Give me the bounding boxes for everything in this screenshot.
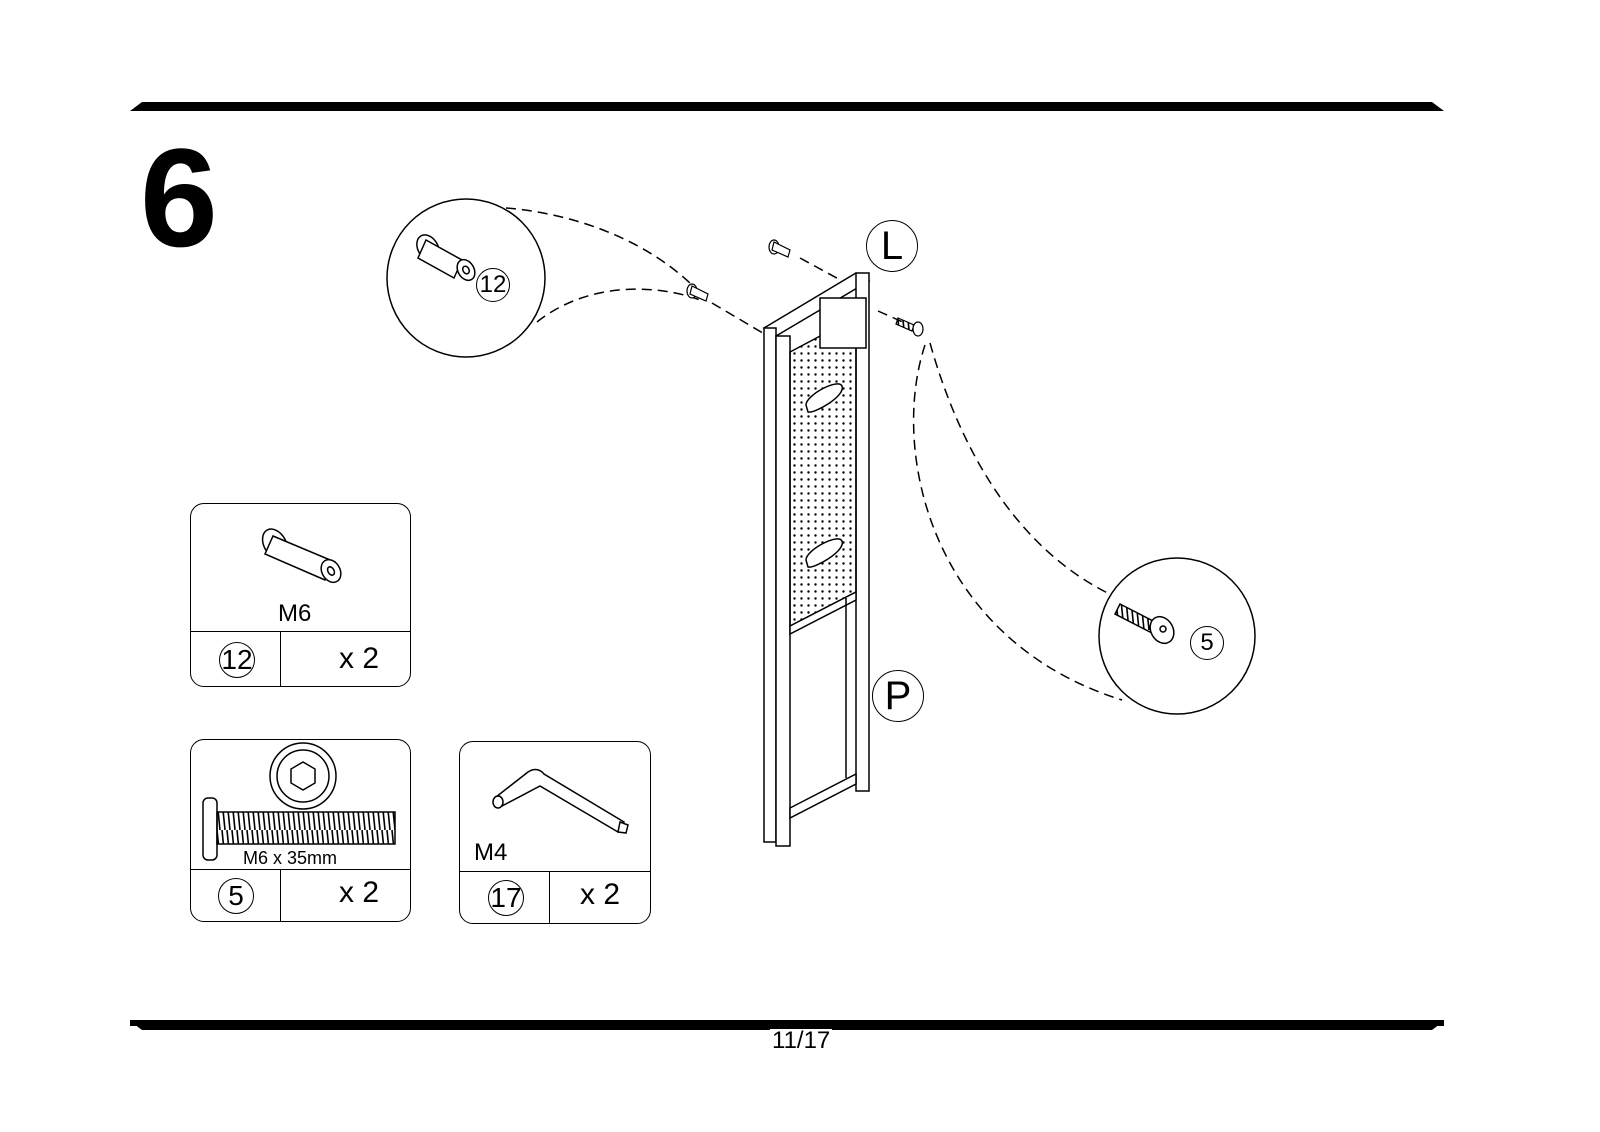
top-rule	[130, 102, 1444, 111]
bolt-detail-id: 5	[1190, 626, 1224, 660]
part-box-bolt: M6 x 35mm 5 x 2	[190, 739, 411, 922]
bolt-detail-circle	[1099, 558, 1255, 714]
part-size-label: M4	[474, 839, 507, 867]
part-quantity: x 2	[580, 878, 620, 912]
dowel-detail-id: 12	[476, 268, 510, 302]
part-quantity: x 2	[339, 642, 379, 676]
part-box-allen-key: M4 17 x 2	[459, 741, 651, 924]
panel-callout-p: P	[872, 670, 924, 722]
part-id: 12	[219, 642, 255, 678]
panel-callout-l: L	[866, 220, 918, 272]
part-row: 17 x 2	[460, 871, 650, 923]
small-dowel-top	[769, 240, 790, 257]
part-size-label: M6	[278, 600, 311, 628]
part-row: 5 x 2	[191, 869, 410, 921]
small-bolt-right	[896, 318, 923, 336]
part-size-label: M6 x 35mm	[243, 848, 337, 869]
part-id: 17	[488, 880, 524, 916]
part-id: 5	[218, 878, 254, 914]
part-quantity: x 2	[339, 876, 379, 910]
part-row: 12 x 2	[191, 631, 410, 686]
part-box-dowel: M6 12 x 2	[190, 503, 411, 687]
page-number: 11/17	[770, 1029, 832, 1053]
step-number: 6	[140, 128, 218, 268]
frame-panel	[764, 273, 869, 846]
